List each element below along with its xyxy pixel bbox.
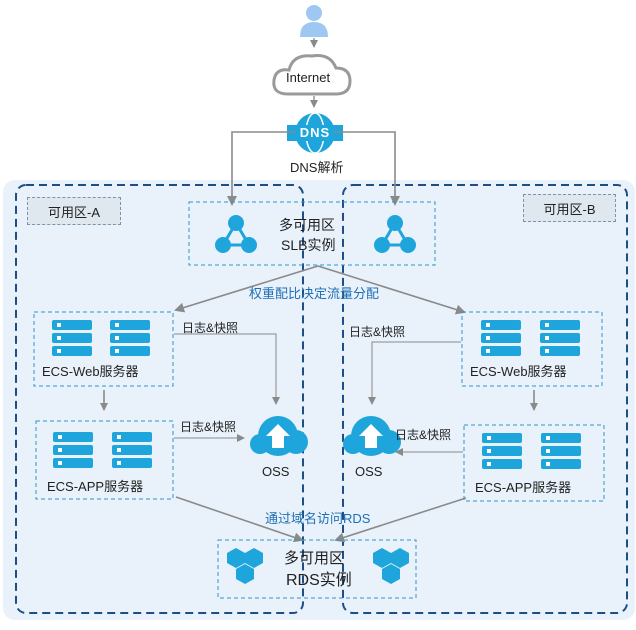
dns-resolution-label: DNS解析	[290, 160, 344, 175]
rds-title-line1: 多可用区	[284, 550, 345, 567]
log-snapshot-label-app-a: 日志&快照	[180, 420, 237, 434]
slb-title-line2: SLB实例	[281, 237, 336, 253]
slb-to-web-b-arrow	[317, 265, 466, 315]
ecs-web-label-b: ECS-Web服务器	[470, 364, 567, 379]
traffic-weight-label: 权重配比决定流量分配	[249, 286, 380, 301]
server-icon	[541, 433, 581, 469]
log-snapshot-label-web-b: 日志&快照	[349, 325, 406, 339]
oss-label-b: OSS	[355, 464, 383, 479]
server-icon	[481, 320, 521, 356]
user-icon	[300, 5, 328, 37]
oss-label-a: OSS	[262, 464, 290, 479]
server-icon	[482, 433, 522, 469]
rds-instance-box	[217, 539, 417, 599]
server-icon	[112, 432, 152, 468]
dns-to-zone-a-arrow	[227, 131, 296, 206]
ecs-app-label-a: ECS-APP服务器	[47, 479, 144, 494]
zone-a-tag: 可用区-A	[27, 197, 121, 225]
slb-to-web-a-arrow	[174, 265, 319, 313]
rds-access-label: 通过域名访问RDS	[265, 511, 371, 526]
dns-logo-text: DNS	[299, 125, 331, 140]
zone-b-border	[342, 184, 628, 614]
log-snapshot-label-web-a: 日志&快照	[182, 321, 239, 335]
web-b-log-arrow	[368, 341, 461, 405]
server-icon	[110, 320, 150, 356]
cloud-icon	[272, 54, 352, 96]
app-b-to-rds-arrow	[334, 497, 467, 543]
slb-title-line1: 多可用区	[279, 217, 335, 233]
internet-label: Internet	[286, 70, 331, 85]
zone-a-label: 可用区-A	[47, 204, 100, 220]
log-snapshot-label-app-b: 日志&快照	[395, 428, 452, 442]
region-background	[3, 180, 635, 620]
slb-instance-box	[188, 201, 436, 266]
web-a-log-arrow	[174, 333, 280, 405]
zone-a-border	[15, 184, 304, 614]
server-icon	[53, 432, 93, 468]
rds-title-line2: RDS实例	[286, 572, 352, 589]
app-a-to-rds-arrow	[175, 496, 304, 543]
ecs-app-box-a	[35, 420, 174, 500]
ecs-web-box-a	[33, 311, 174, 387]
zone-b-label: 可用区-B	[543, 201, 596, 217]
dns-globe-icon	[287, 112, 343, 154]
zone-b-tag: 可用区-B	[523, 194, 616, 222]
dns-to-zone-b-arrow	[334, 131, 400, 206]
ecs-app-box-b	[463, 424, 605, 502]
ecs-web-box-b	[461, 311, 603, 387]
server-icon	[540, 320, 580, 356]
ecs-web-label-a: ECS-Web服务器	[42, 364, 139, 379]
server-icon	[52, 320, 92, 356]
ecs-app-label-b: ECS-APP服务器	[475, 480, 572, 495]
